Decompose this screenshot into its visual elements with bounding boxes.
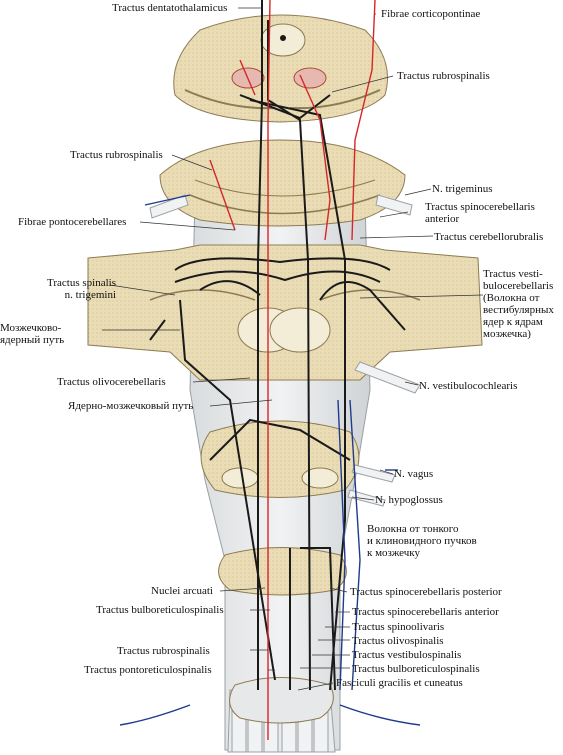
label-n-trigeminus: N. trigeminus (432, 183, 493, 195)
label-volokna-ot-tonkogo: Волокна от тонкого и клиновидного пучков… (367, 523, 517, 559)
label-line: Tractus spinocerebellaris (425, 201, 535, 213)
label-tractus-bulboreticulospinalis-right: Tractus bulboreticulospinalis (352, 663, 480, 675)
nerve-stubs (149, 194, 421, 507)
label-line: n. trigemini (64, 289, 116, 301)
label-tractus-rubrospinalis-bottom: Tractus rubrospinalis (117, 645, 210, 657)
label-tractus-vestibulocerebellaris: Tractus vesti- bulocerebellaris (Волокна… (483, 268, 563, 340)
label-line: мозжечка) (483, 328, 531, 340)
label-line: Tractus spinalis (47, 277, 116, 289)
label-fibrae-pontocerebellares: Fibrae pontocerebellares (18, 216, 127, 228)
label-line: bulocerebellaris (483, 280, 554, 292)
label-fasciculi-gracilis-et-cuneatus: Fasciculi gracilis et cuneatus (336, 677, 463, 689)
label-line: ядерный путь (0, 334, 65, 346)
label-tractus-rubrospinalis-left: Tractus rubrospinalis (70, 149, 163, 161)
label-line: вестибулярных (483, 304, 554, 316)
black-tracts (149, 0, 406, 691)
label-tractus-olivocerebellaris: Tractus olivocerebellaris (57, 376, 166, 388)
label-tractus-cerebellorubralis: Tractus cerebellorubralis (434, 231, 544, 243)
label-line: (Волокна от (483, 292, 540, 304)
lower-medulla-section (218, 547, 347, 596)
label-line: Волокна от тонкого (367, 523, 459, 535)
label-mozzhechkovo-yadernyi-put: Мозжечково- ядерный путь (0, 322, 110, 346)
label-n-vagus: N. vagus (394, 468, 434, 480)
label-tractus-pontoreticulospinalis: Tractus pontoreticulospinalis (84, 664, 212, 676)
label-line: ядер к ядрам (483, 316, 543, 328)
label-line: Мозжечково- (0, 322, 62, 334)
label-tractus-spinalis-n-trigemini: Tractus spinalis n. trigemini (6, 277, 116, 301)
label-tractus-rubrospinalis-top: Tractus rubrospinalis (397, 70, 490, 82)
label-fibrae-corticopontinae: Fibrae corticopontinae (381, 8, 481, 20)
label-n-hypoglossus: N. hypoglossus (375, 494, 443, 506)
label-line: anterior (425, 213, 460, 225)
label-line: к мозжечку (367, 547, 420, 559)
label-line: Tractus vesti- (483, 268, 543, 280)
spinal-section (229, 677, 334, 724)
label-line: и клиновидного пучков (367, 535, 477, 547)
medulla-section (200, 420, 360, 498)
red-tracts (209, 0, 376, 740)
leader-lines (102, 7, 484, 691)
label-tractus-spinocerebellaris-anterior-lower: Tractus spinocerebellaris anterior (352, 606, 499, 618)
label-tractus-spinoolivaris: Tractus spinoolivaris (352, 621, 445, 633)
label-tractus-vestibulospinalis: Tractus vestibulospinalis (352, 649, 462, 661)
label-yaderno-mozzhechkovyi-put: Ядерно-мозжечковый путь (68, 400, 194, 412)
label-n-vestibulocochlearis: N. vestibulocochlearis (419, 380, 518, 392)
label-tractus-bulboreticulospinalis-left: Tractus bulboreticulospinalis (96, 604, 224, 616)
cerebellar-slab (87, 244, 483, 381)
midbrain-section (173, 14, 388, 123)
label-tractus-spinocerebellaris-anterior-upper: Tractus spinocerebellaris anterior (425, 201, 563, 225)
label-tractus-olivospinalis: Tractus olivospinalis (352, 635, 444, 647)
label-nuclei-arcuati: Nuclei arcuati (151, 585, 213, 597)
label-tractus-spinocerebellaris-posterior: Tractus spinocerebellaris posterior (350, 586, 502, 598)
pons-section (159, 139, 406, 227)
blue-tracts (119, 194, 421, 726)
label-tractus-dentatothalamicus: Tractus dentatothalamicus (112, 2, 228, 14)
